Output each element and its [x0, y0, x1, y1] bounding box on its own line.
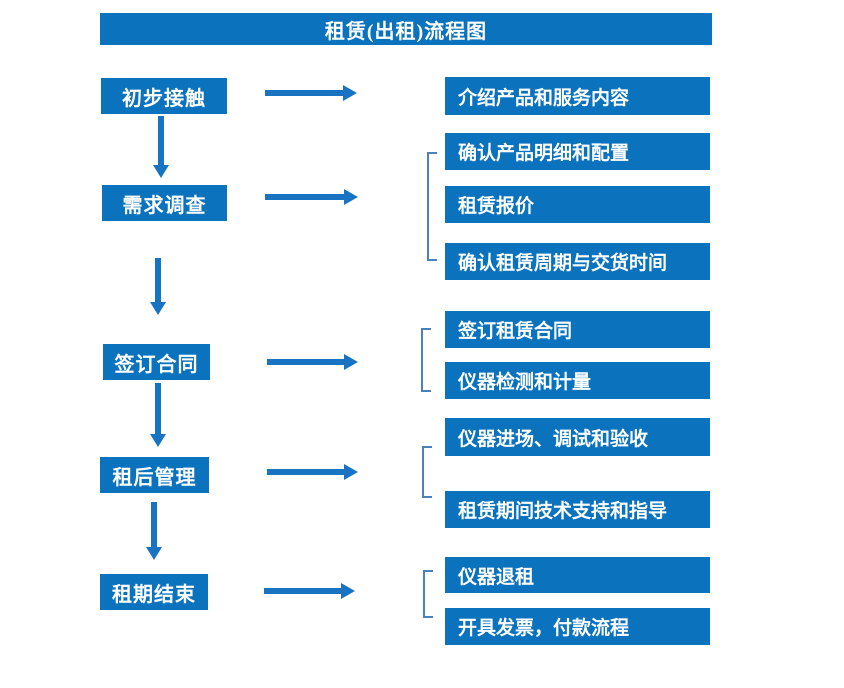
bracket-connector [423, 570, 433, 618]
arrow-shaft [267, 359, 345, 365]
output-box-introduce-products-services: 介绍产品和服务内容 [445, 77, 710, 115]
arrow-head [344, 189, 358, 205]
arrow-right-icon [264, 583, 355, 599]
arrow-right-icon [267, 464, 358, 480]
output-box-instrument-return: 仪器退租 [445, 557, 710, 593]
arrow-shaft [151, 502, 157, 548]
arrow-shaft [265, 194, 345, 200]
output-box-confirm-product-details: 确认产品明细和配置 [445, 133, 710, 170]
arrow-shaft [155, 258, 161, 303]
output-box-rental-quotation: 租赁报价 [445, 186, 710, 223]
arrow-shaft [264, 588, 342, 594]
stage-box-initial-contact: 初步接触 [101, 78, 227, 114]
arrow-right-icon [265, 85, 357, 101]
arrow-right-icon [265, 189, 358, 205]
output-box-sign-rental-contract: 签订租赁合同 [445, 311, 710, 348]
arrow-down-icon [153, 116, 169, 178]
output-box-instrument-entry-debug-acceptance: 仪器进场、调试和验收 [445, 418, 710, 456]
arrow-head [344, 464, 358, 480]
arrow-head [343, 85, 357, 101]
arrow-right-icon [267, 354, 358, 370]
output-box-invoice-payment-process: 开具发票，付款流程 [445, 608, 710, 645]
stage-box-post-rental-management: 租后管理 [100, 457, 209, 493]
arrow-shaft [267, 469, 345, 475]
stage-box-sign-contract: 签订合同 [103, 344, 210, 380]
bracket-connector [422, 446, 432, 498]
output-box-instrument-testing-metering: 仪器检测和计量 [445, 362, 710, 399]
output-box-confirm-rental-period-delivery: 确认租赁周期与交货时间 [445, 243, 710, 280]
arrow-shaft [265, 90, 344, 96]
bracket-connector [427, 152, 437, 261]
arrow-head [146, 547, 162, 560]
arrow-down-icon [150, 258, 166, 315]
stage-box-demand-survey: 需求调查 [102, 185, 227, 221]
arrow-head [153, 165, 169, 178]
arrow-shaft [155, 383, 161, 435]
arrow-head [150, 302, 166, 315]
bracket-connector [421, 328, 431, 392]
output-box-technical-support-guidance: 租赁期间技术支持和指导 [445, 491, 710, 528]
arrow-down-icon [146, 502, 162, 560]
flowchart-title: 租赁(出租)流程图 [100, 13, 712, 45]
arrow-head [341, 583, 355, 599]
arrow-head [344, 354, 358, 370]
arrow-head [150, 434, 166, 447]
arrow-down-icon [150, 383, 166, 447]
arrow-shaft [158, 116, 164, 166]
stage-box-lease-end: 租期结束 [100, 574, 208, 610]
